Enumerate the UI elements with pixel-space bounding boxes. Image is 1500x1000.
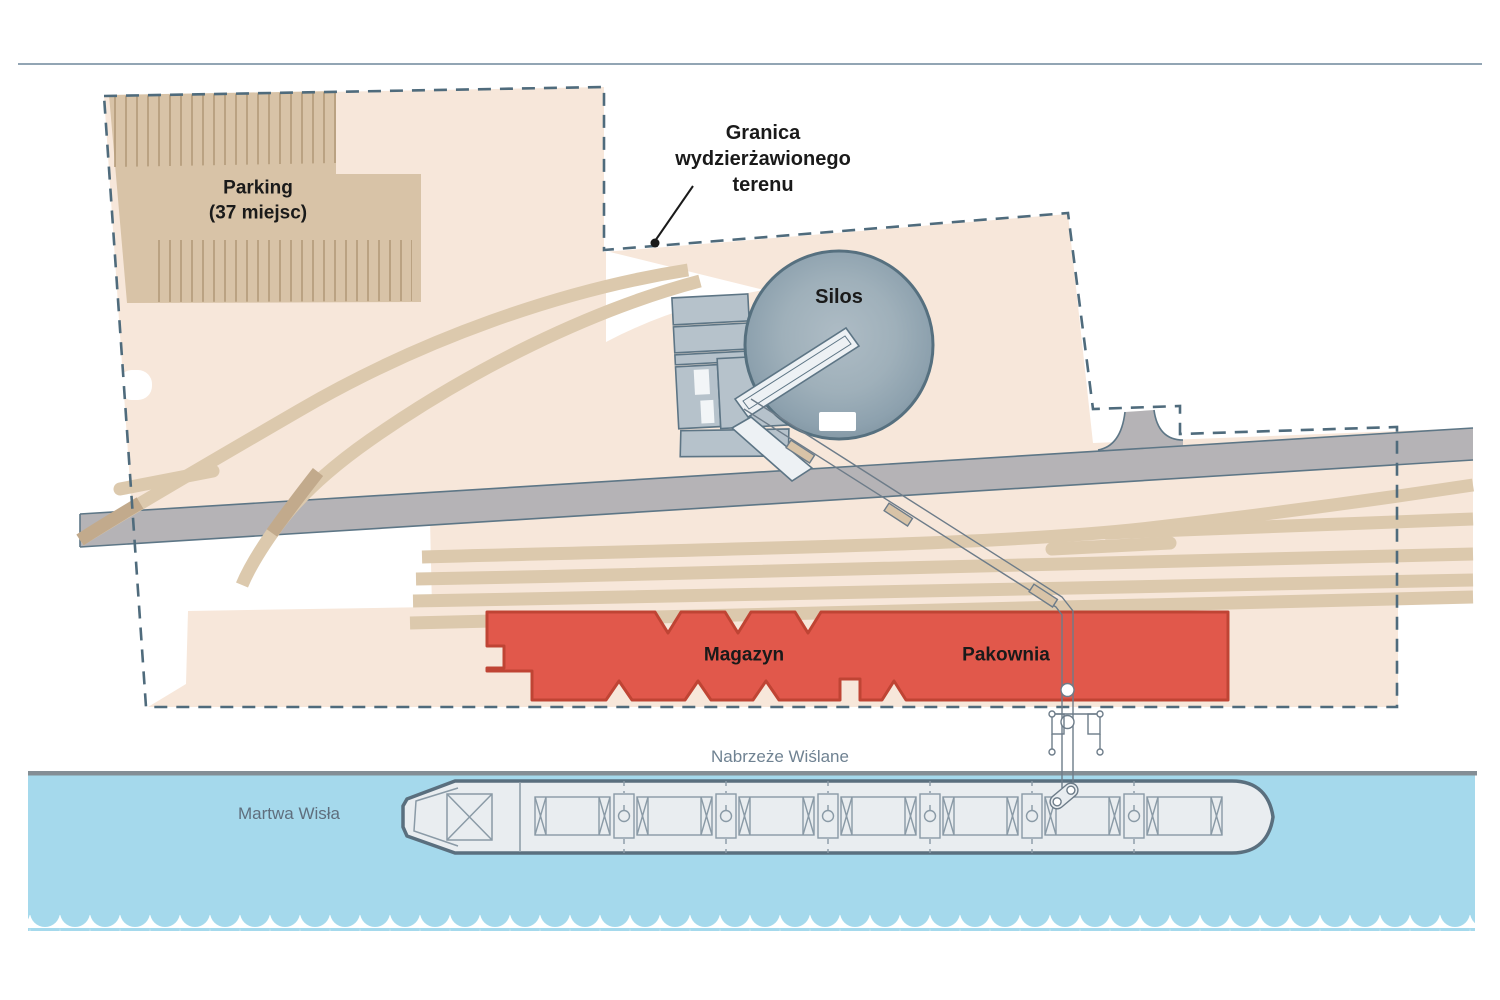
parking-spaces-bottom [158,240,412,302]
boundary-label: Granica wydzierżawionego terenu [675,122,851,196]
building-window [693,369,710,395]
quay-edge [28,771,1477,776]
packing-label: Pakownia [962,644,1050,666]
conveyor-support [1028,583,1059,608]
silo-label: Silos [815,286,863,308]
loading-spout [1049,782,1079,810]
boundary-leader [650,185,694,248]
parking-spaces-top [113,92,336,167]
water-scallops [28,915,1475,931]
warehouse-building [485,610,1230,702]
parking-area [109,91,421,303]
conveyor-support [785,439,816,464]
track-on-road [266,467,324,537]
barge-bow-details [413,782,521,852]
quay-label: Nabrzeże Wiślane [711,746,849,766]
road [79,409,1474,548]
site-bite [118,370,152,400]
silo-hatch [819,412,856,431]
silo-booms [730,326,861,483]
quay-gantry [1048,710,1104,756]
warehouse-label: Magazyn [703,644,785,666]
boundary-line [102,85,1399,709]
barge [401,779,1275,855]
conveyor-support [883,502,914,527]
ship-loader-conveyor [743,398,1104,810]
building-window [700,399,715,424]
parking-label: Parking (37 miejsc) [208,177,308,223]
leader-dot [650,238,660,248]
site-cutout [76,520,432,707]
river-label: Martwa Wisła [237,803,341,823]
